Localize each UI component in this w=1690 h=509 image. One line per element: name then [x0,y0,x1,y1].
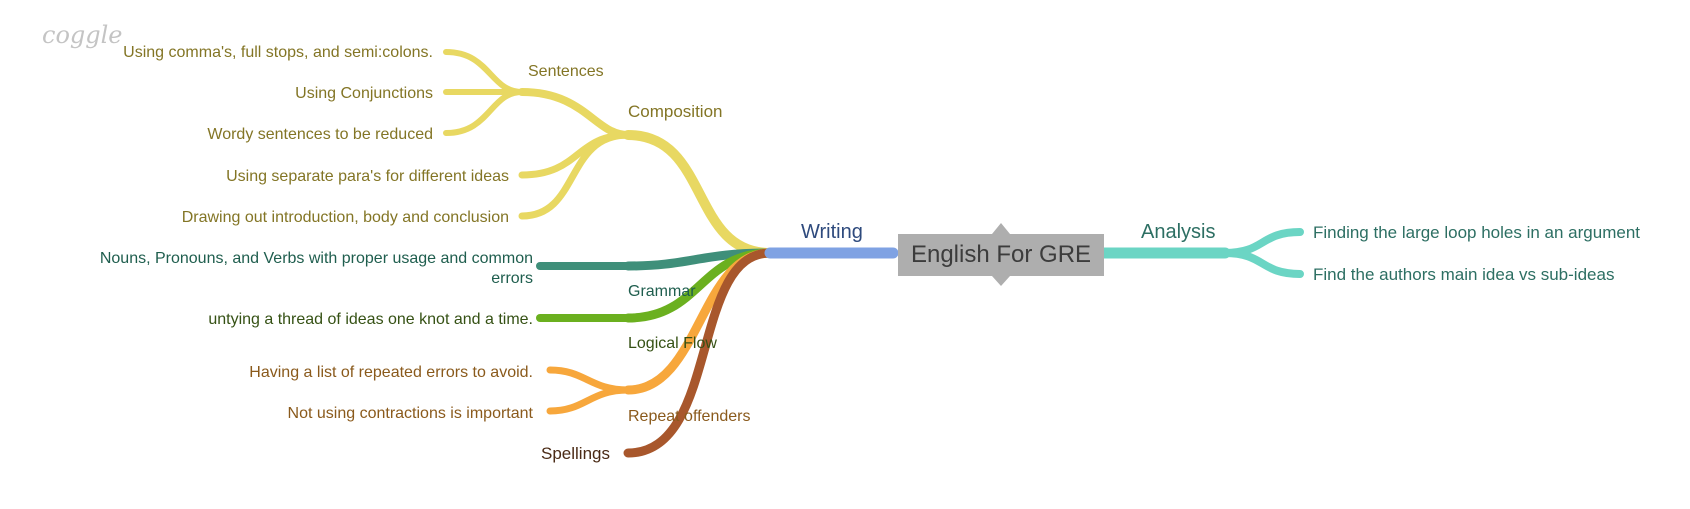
composition-connectors [443,49,775,258]
analysis-connectors [1098,228,1304,278]
root-node[interactable]: English For GRE [898,223,1104,286]
repeat-offenders-item-contractions[interactable]: Not using contractions is important [288,405,534,422]
logical-flow-label[interactable]: Logical Flow [628,335,717,352]
spellings-label[interactable]: Spellings [541,444,610,463]
root-label: English For GRE [911,241,1091,268]
sentences-item-wordy[interactable]: Wordy sentences to be reduced [207,126,433,143]
composition-label[interactable]: Composition [628,102,723,121]
grammar-label[interactable]: Grammar [628,283,696,300]
repeat-offenders-label[interactable]: Repeat offenders [628,408,750,425]
sentences-item-punctuation[interactable]: Using comma's, full stops, and semi:colo… [123,44,433,61]
grammar-item-line-1[interactable]: Nouns, Pronouns, and Verbs with proper u… [100,250,533,267]
analysis-item-loopholes[interactable]: Finding the large loop holes in an argum… [1313,223,1640,242]
sentences-label[interactable]: Sentences [528,63,604,80]
writing-label[interactable]: Writing [801,221,863,243]
spellings-connectors [623,248,775,458]
composition-item-paragraphs[interactable]: Using separate para's for different idea… [226,168,509,185]
repeat-offenders-connectors [546,248,775,415]
logical-flow-item[interactable]: untying a thread of ideas one knot and a… [208,311,533,328]
analysis-item-main-idea[interactable]: Find the authors main idea vs sub-ideas [1313,265,1614,284]
grammar-item-line-2[interactable]: errors [491,270,533,287]
coggle-logo: coggle [42,21,123,49]
analysis-label[interactable]: Analysis [1141,221,1215,243]
repeat-offenders-item-list[interactable]: Having a list of repeated errors to avoi… [249,364,533,381]
sentences-item-conjunctions[interactable]: Using Conjunctions [295,85,433,102]
composition-item-structure[interactable]: Drawing out introduction, body and concl… [182,209,509,226]
